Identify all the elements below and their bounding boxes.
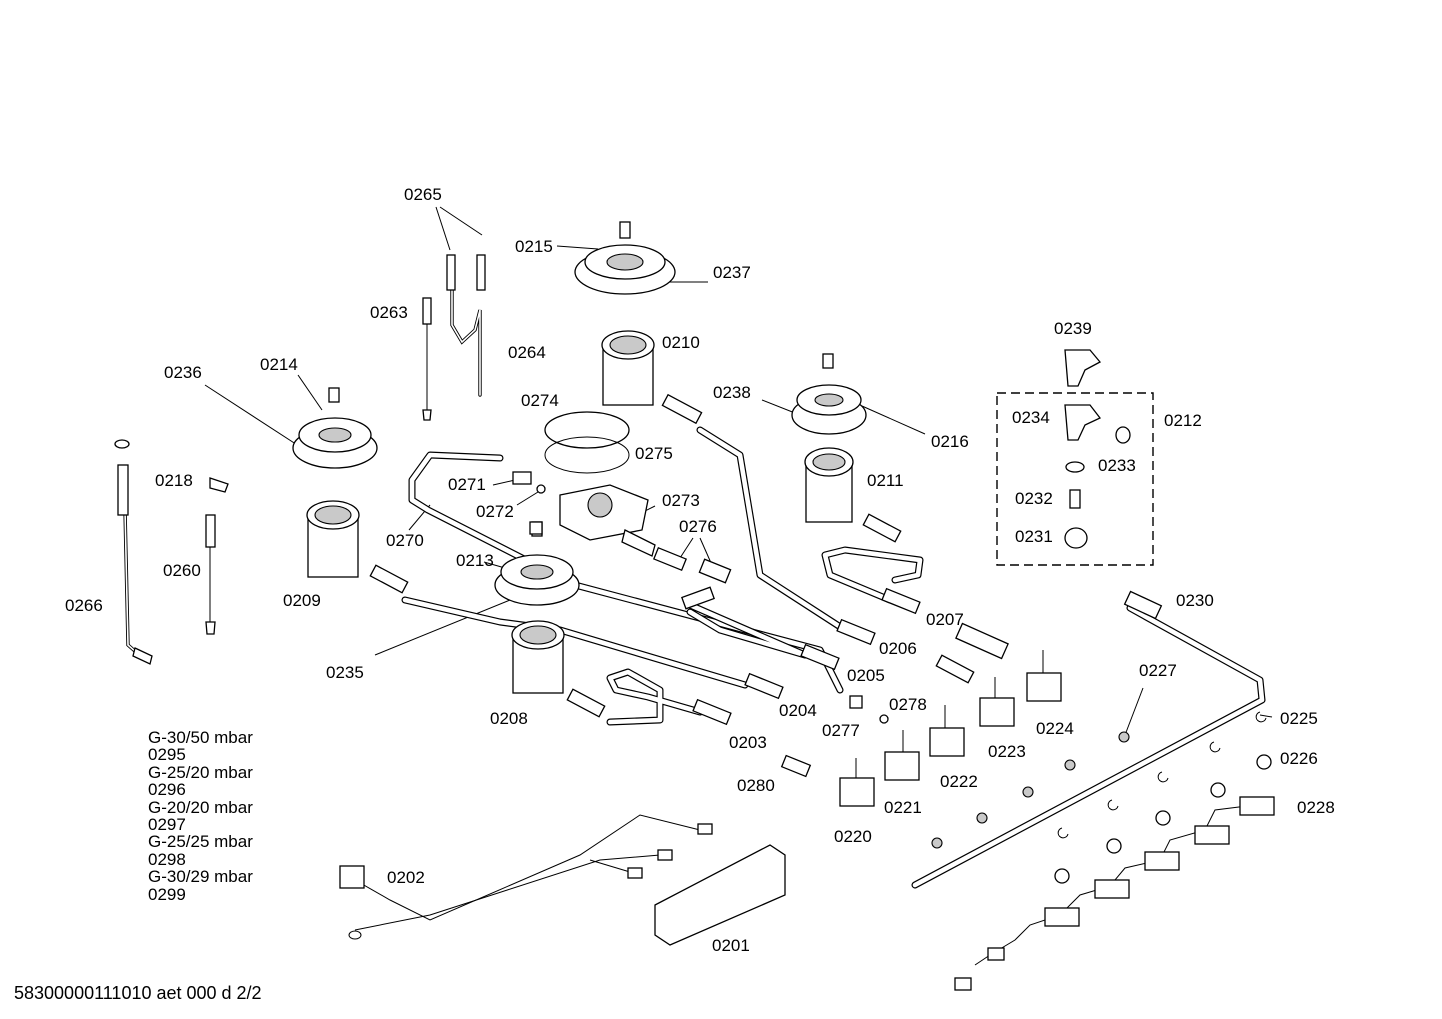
label-0280: 0280 [737, 776, 775, 795]
fittings [369, 393, 1163, 778]
drawing-reference: 58300000111010 aet 000 d 2/2 [14, 983, 262, 1003]
label-0207: 0207 [926, 610, 964, 629]
label-0215: 0215 [515, 237, 553, 256]
label-0211: 0211 [867, 471, 904, 490]
label-0273: 0273 [662, 491, 700, 510]
gas-part-number: 0295 [148, 745, 186, 765]
label-0239: 0239 [1054, 319, 1092, 338]
gas-part-number: 0297 [148, 815, 186, 835]
label-0203: 0203 [729, 733, 767, 752]
ignition-modules [954, 796, 1275, 991]
label-0231: 0231 [1015, 527, 1053, 546]
label-0201: 0201 [712, 936, 750, 955]
burner-0215-0237 [574, 221, 676, 295]
label-0272: 0272 [476, 502, 514, 521]
label-0212: 0212 [1164, 411, 1202, 430]
spark-generator [339, 814, 786, 946]
label-0238: 0238 [713, 383, 751, 402]
label-0236: 0236 [164, 363, 202, 382]
label-0270: 0270 [386, 531, 424, 550]
gas-type: G-30/29 mbar [148, 867, 253, 887]
wok-burner-0273 [559, 484, 656, 557]
label-0202: 0202 [387, 868, 425, 887]
label-0224: 0224 [1036, 719, 1074, 738]
label-0274: 0274 [521, 391, 559, 410]
label-0209: 0209 [283, 591, 321, 610]
burner-cups [306, 330, 854, 694]
clips-washers [931, 711, 1272, 884]
label-0264: 0264 [508, 343, 546, 362]
label-0221: 0221 [884, 798, 922, 817]
label-0277: 0277 [822, 721, 860, 740]
label-0204: 0204 [779, 701, 817, 720]
label-0237: 0237 [713, 263, 751, 282]
label-0213: 0213 [456, 551, 494, 570]
gas-variant-list: G-30/50 mbar 0295 G-25/20 mbar 0296 G-20… [148, 729, 253, 903]
label-0218: 0218 [155, 471, 193, 490]
label-0223: 0223 [988, 742, 1026, 761]
label-0278: 0278 [889, 695, 927, 714]
label-0271: 0271 [448, 475, 486, 494]
wok-rings-0274-0275 [544, 411, 630, 474]
label-0208: 0208 [490, 709, 528, 728]
gas-type: G-25/20 mbar [148, 762, 253, 782]
label-0220: 0220 [834, 827, 872, 846]
gas-type: G-20/20 mbar [148, 797, 253, 817]
label-0210: 0210 [662, 333, 700, 352]
label-0276: 0276 [679, 517, 717, 536]
label-0263: 0263 [370, 303, 408, 322]
label-0232: 0232 [1015, 489, 1053, 508]
gas-part-number: 0296 [148, 780, 186, 800]
gas-type: G-30/50 mbar [148, 728, 253, 747]
label-0228: 0228 [1297, 798, 1335, 817]
label-0227: 0227 [1139, 661, 1177, 680]
kit-0212-parts [1064, 349, 1131, 549]
label-0230: 0230 [1176, 591, 1214, 610]
gas-part-number: 0298 [148, 849, 186, 869]
label-0206: 0206 [879, 639, 917, 658]
label-0266: 0266 [65, 596, 103, 615]
gas-tubes [123, 288, 1266, 889]
label-0216: 0216 [931, 432, 969, 451]
gas-type: G-25/25 mbar [148, 832, 253, 852]
burner-0238-0216 [791, 353, 867, 435]
label-0222: 0222 [940, 772, 978, 791]
label-0265: 0265 [404, 185, 442, 204]
electrodes [114, 254, 486, 665]
label-0225: 0225 [1280, 709, 1318, 728]
label-0260: 0260 [163, 561, 201, 580]
gas-part-number: 0299 [148, 884, 186, 904]
label-0214: 0214 [260, 355, 298, 374]
burner-0214-0236 [292, 387, 378, 469]
label-0226: 0226 [1280, 749, 1318, 768]
kit-0212-box [996, 392, 1154, 566]
burner-0213-0235 [494, 521, 580, 606]
gas-valves [839, 650, 1062, 807]
label-0275: 0275 [635, 444, 673, 463]
label-0205: 0205 [847, 666, 885, 685]
label-0233: 0233 [1098, 456, 1136, 475]
label-0234: 0234 [1012, 408, 1050, 427]
label-0235: 0235 [326, 663, 364, 682]
